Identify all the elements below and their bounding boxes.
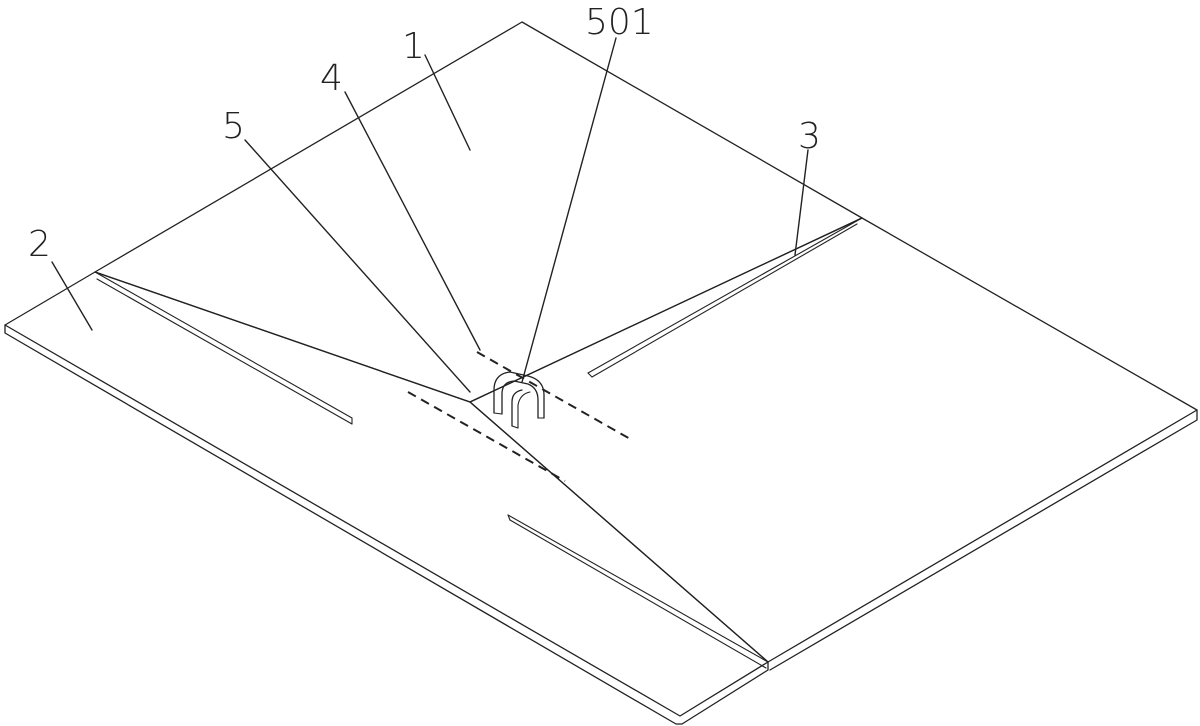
label-5: 5	[222, 106, 245, 147]
label-1: 1	[402, 26, 425, 67]
leader-1	[424, 54, 471, 151]
left-strip-2	[4, 271, 769, 725]
label-501: 501	[585, 2, 654, 43]
leader-4	[344, 91, 481, 351]
leader-2	[51, 261, 93, 331]
label-4: 4	[320, 58, 343, 99]
dashed-line-5	[407, 391, 566, 482]
leader-501	[521, 37, 617, 383]
seam-lower	[507, 514, 769, 669]
right-panel	[469, 217, 1198, 671]
leader-3	[794, 149, 809, 256]
base-plate-1	[94, 21, 863, 403]
label-2: 2	[28, 224, 51, 265]
dashed-line-4	[476, 351, 633, 441]
label-3: 3	[798, 116, 821, 157]
leader-lines	[51, 37, 809, 393]
seam-3	[587, 217, 863, 378]
seam-left	[94, 271, 353, 425]
clip-501	[493, 371, 545, 429]
leader-5	[244, 139, 471, 393]
labels: 1 2 3 4 5 501	[28, 2, 821, 265]
